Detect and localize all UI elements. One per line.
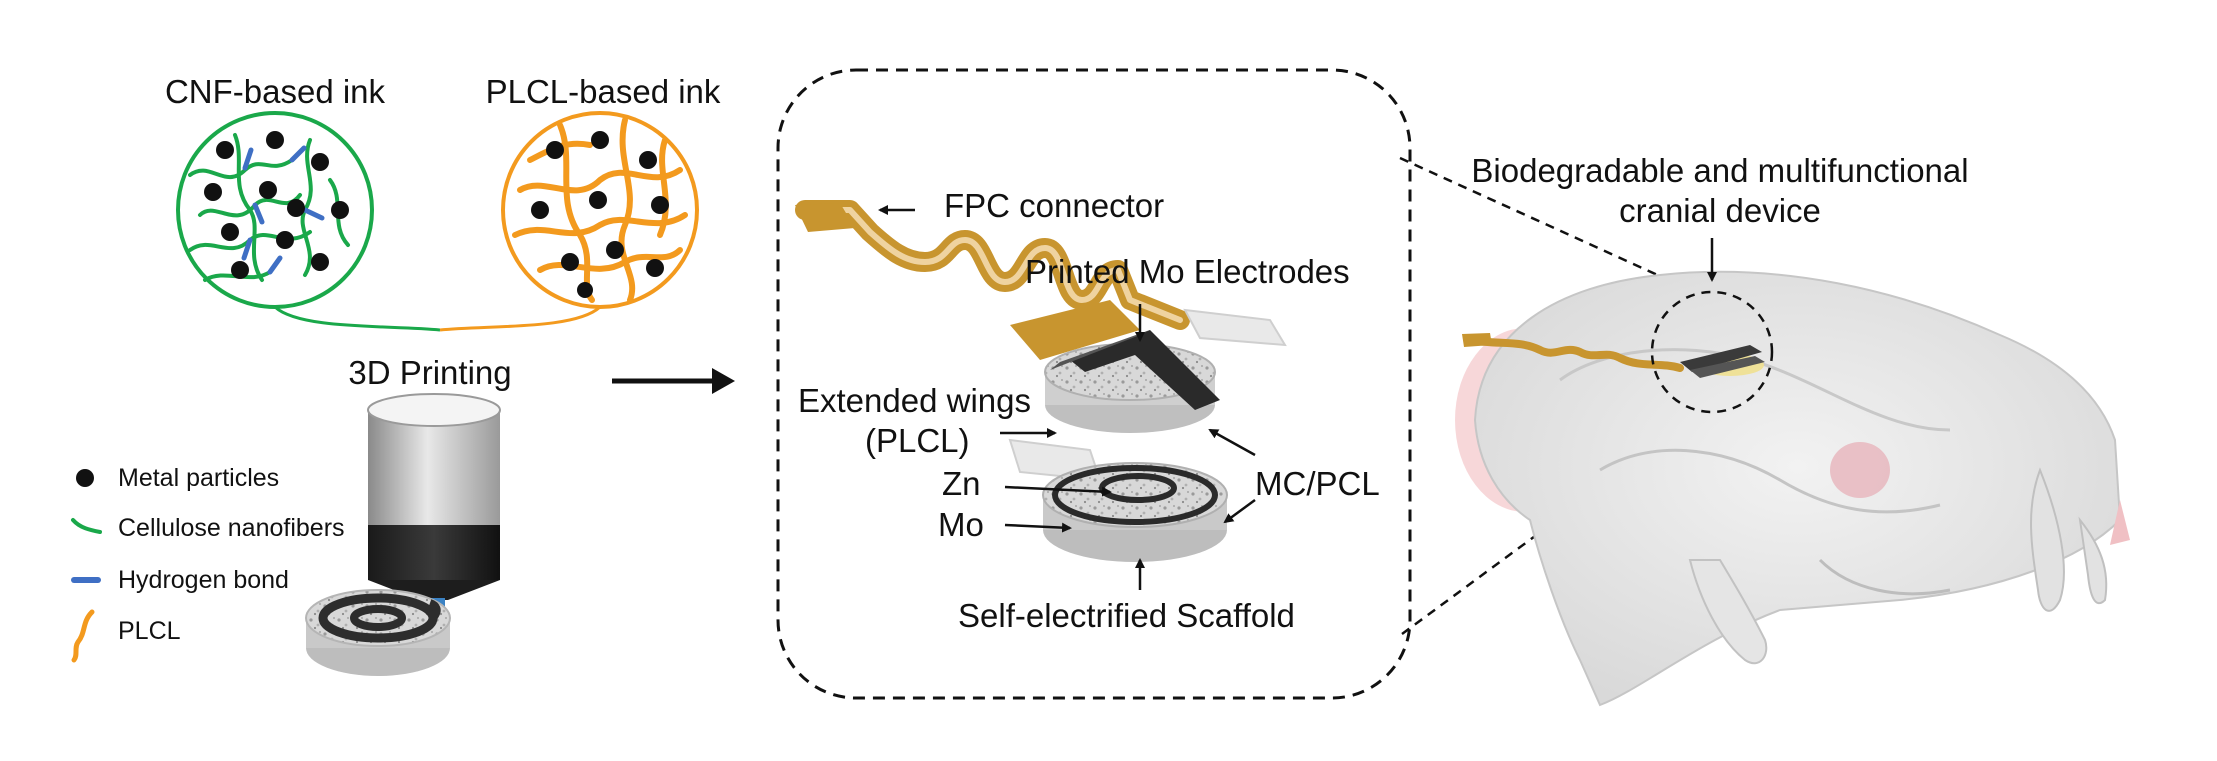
printing-label: 3D Printing [348,354,512,391]
ink-connector-orange [439,305,602,332]
mcpcl-label: MC/PCL [1255,465,1380,502]
zn-label: Zn [942,465,981,502]
wings-label-1: Extended wings [798,382,1031,419]
legend-label-hbond: Hydrogen bond [118,566,289,594]
electrodes-label: Printed Mo Electrodes [1025,253,1350,290]
plcl-ink-label: PLCL-based ink [485,73,721,110]
scaffold-label: Self-electrified Scaffold [958,597,1295,634]
cranial-device-label-line1: Biodegradable and multifunctional [1471,152,1969,189]
zoom-line-top [1399,156,1696,294]
ink-connector-green [273,305,441,332]
implanted-device [1462,333,1765,378]
plcl-ink-illustration [501,111,699,309]
mo-label: Mo [938,506,984,543]
cnf-ink-illustration [176,111,374,309]
legend-label-plcl: PLCL [118,617,181,645]
skull-zoom-circle [1650,290,1774,414]
cranial-device-label-line2: cranial device [1619,192,1821,229]
wings-label-2: (PLCL) [865,422,970,459]
fpc-connector-label: FPC connector [944,187,1165,224]
process-arrowhead [712,368,735,394]
legend-label-metal: Metal particles [118,464,280,492]
legend-label-cellulose: Cellulose nanofibers [118,514,345,542]
device-inset-box [776,68,1412,700]
printed-disc [305,589,451,676]
device-arrows [878,205,1256,590]
cellulose-nanofiber-icon [71,518,102,534]
legend-icons [71,469,102,663]
metal-particle-icon [76,469,94,487]
fpc-connector [795,200,1190,360]
printer-nozzle [367,393,501,612]
device-stack [1008,308,1287,562]
plcl-fiber-icon [71,609,95,663]
skull-illustration [1455,270,2130,707]
cnf-ink-label: CNF-based ink [164,73,386,110]
